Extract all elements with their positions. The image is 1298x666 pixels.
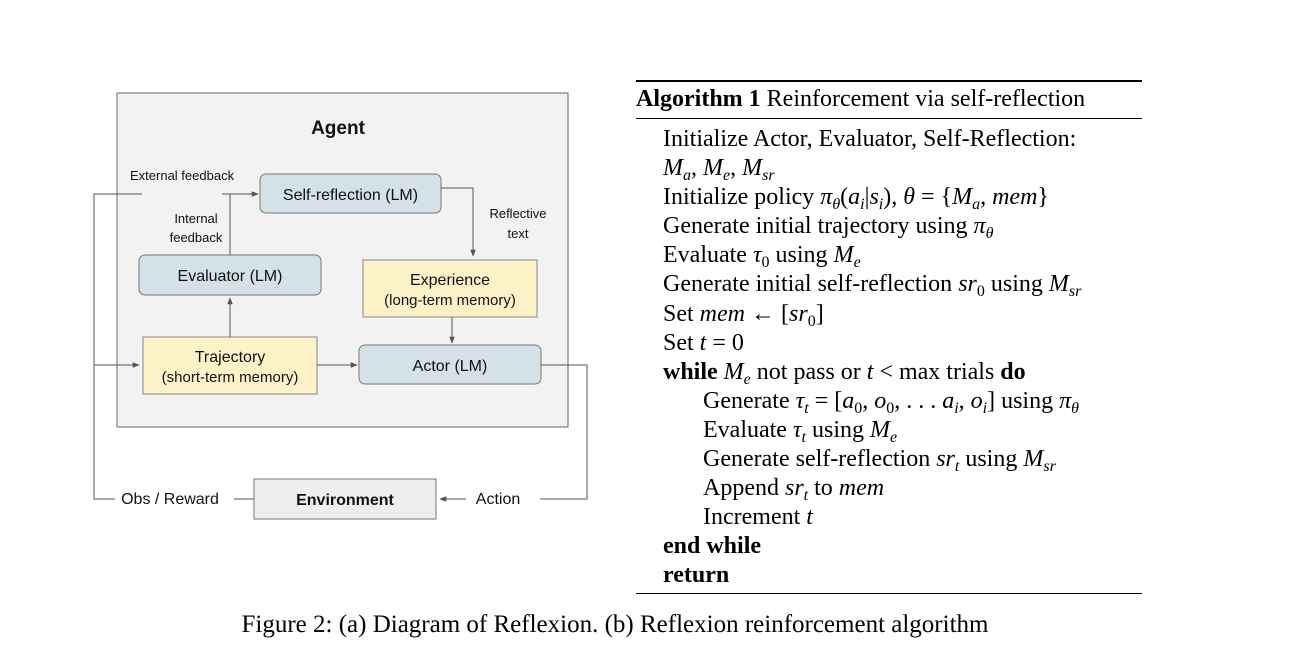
algorithm-keyword: while (663, 358, 718, 385)
actor-box: Actor (LM) (358, 344, 542, 385)
reflective-text-label-1: Reflective (489, 206, 546, 221)
algorithm-line: Generate initial self-reflection sr0 usi… (636, 270, 1142, 301)
svg-text:Trajectory: Trajectory (195, 349, 266, 366)
algorithm-line: Set mem ← [sr0] (636, 300, 1142, 330)
agent-title: Agent (311, 118, 366, 139)
reflective-text-label-2: text (508, 226, 529, 241)
external-feedback-label: External feedback (130, 168, 235, 183)
internal-feedback-label-1: Internal (174, 211, 217, 226)
algorithm-line-text: Initialize policy πθ(ai|si), θ = {Ma, me… (663, 184, 1049, 214)
experience-box: Experience (long-term memory) (362, 259, 538, 318)
algorithm-line: Initialize Actor, Evaluator, Self-Reflec… (636, 125, 1142, 154)
algorithm-line: Evaluate τt using Me (636, 416, 1142, 446)
algorithm-keyword: return (663, 562, 730, 589)
obs-reward-label: Obs / Reward (121, 491, 219, 508)
algorithm-keyword: do (1000, 358, 1026, 385)
environment-box: Environment (253, 478, 437, 520)
self-reflection-box: Self-reflection (LM) (259, 173, 442, 214)
internal-feedback-label-2: feedback (170, 230, 223, 245)
algorithm-line-text: Generate self-reflection srt using Msr (703, 446, 1056, 476)
figure-caption: Figure 2: (a) Diagram of Reflexion. (b) … (241, 611, 989, 638)
algorithm-line: Generate self-reflection srt using Msr (636, 445, 1142, 476)
algorithm-line: end while (636, 532, 1142, 561)
algorithm-line-text: Evaluate τt using Me (703, 416, 898, 446)
algorithm-top-rule (636, 80, 1142, 82)
action-label: Action (476, 491, 520, 508)
algorithm-line-text: Append srt to mem (703, 475, 885, 505)
algorithm-line-text: Me not pass or t < max trials (723, 358, 995, 388)
algorithm-title-row: Algorithm 1 Reinforcement via self-refle… (636, 82, 1142, 119)
algorithm-line-text: Set mem ← [sr0] (663, 300, 824, 330)
algorithm-line-text: Generate initial self-reflection sr0 usi… (663, 271, 1082, 301)
algorithm-line: Ma, Me, Msr (636, 154, 1142, 185)
algorithm-line-text: Generate τt = [a0, o0, . . . ai, oi] usi… (703, 387, 1079, 417)
algorithm-line-text: Initialize Actor, Evaluator, Self-Reflec… (663, 126, 1077, 152)
svg-text:(long-term memory): (long-term memory) (384, 292, 516, 309)
algorithm-line-text: Set t = 0 (663, 329, 744, 356)
algorithm-line-text: Evaluate τ0 using Me (663, 242, 861, 272)
algorithm-label: Algorithm 1 (636, 86, 761, 112)
algorithm-line: Evaluate τ0 using Me (636, 241, 1142, 272)
algorithm-line: Append srt to mem (636, 474, 1142, 505)
trajectory-box: Trajectory (short-term memory) (142, 336, 318, 395)
reflexion-diagram: Agent Self-reflection (LM) Evaluator (LM… (93, 92, 588, 520)
algorithm-line-text: Ma, Me, Msr (663, 155, 775, 185)
algorithm-title: Reinforcement via self-reflection (766, 86, 1086, 112)
svg-text:Experience: Experience (410, 272, 490, 289)
svg-text:Self-reflection (LM): Self-reflection (LM) (283, 187, 418, 204)
algorithm-line: Increment t (636, 503, 1142, 532)
algorithm-line-text: Generate initial trajectory using πθ (663, 213, 994, 243)
algorithm-line: while Me not pass or t < max trials do (636, 358, 1142, 388)
algorithm-keyword: end while (663, 533, 762, 560)
svg-text:Evaluator (LM): Evaluator (LM) (178, 268, 283, 285)
svg-text:Environment: Environment (296, 492, 394, 509)
algorithm-body: Initialize Actor, Evaluator, Self-Reflec… (636, 119, 1142, 594)
svg-text:Actor (LM): Actor (LM) (413, 358, 488, 375)
algorithm-block: Algorithm 1 Reinforcement via self-refle… (636, 80, 1142, 594)
connector-lines (93, 187, 588, 502)
algorithm-line: Generate initial trajectory using πθ (636, 212, 1142, 243)
evaluator-box: Evaluator (LM) (138, 254, 322, 296)
svg-text:(short-term memory): (short-term memory) (162, 369, 299, 386)
algorithm-line: Initialize policy πθ(ai|si), θ = {Ma, me… (636, 183, 1142, 214)
algorithm-line: Set t = 0 (636, 329, 1142, 358)
algorithm-line: return (636, 561, 1142, 590)
algorithm-line-text: Increment t (703, 504, 813, 531)
algorithm-line: Generate τt = [a0, o0, . . . ai, oi] usi… (636, 387, 1142, 417)
